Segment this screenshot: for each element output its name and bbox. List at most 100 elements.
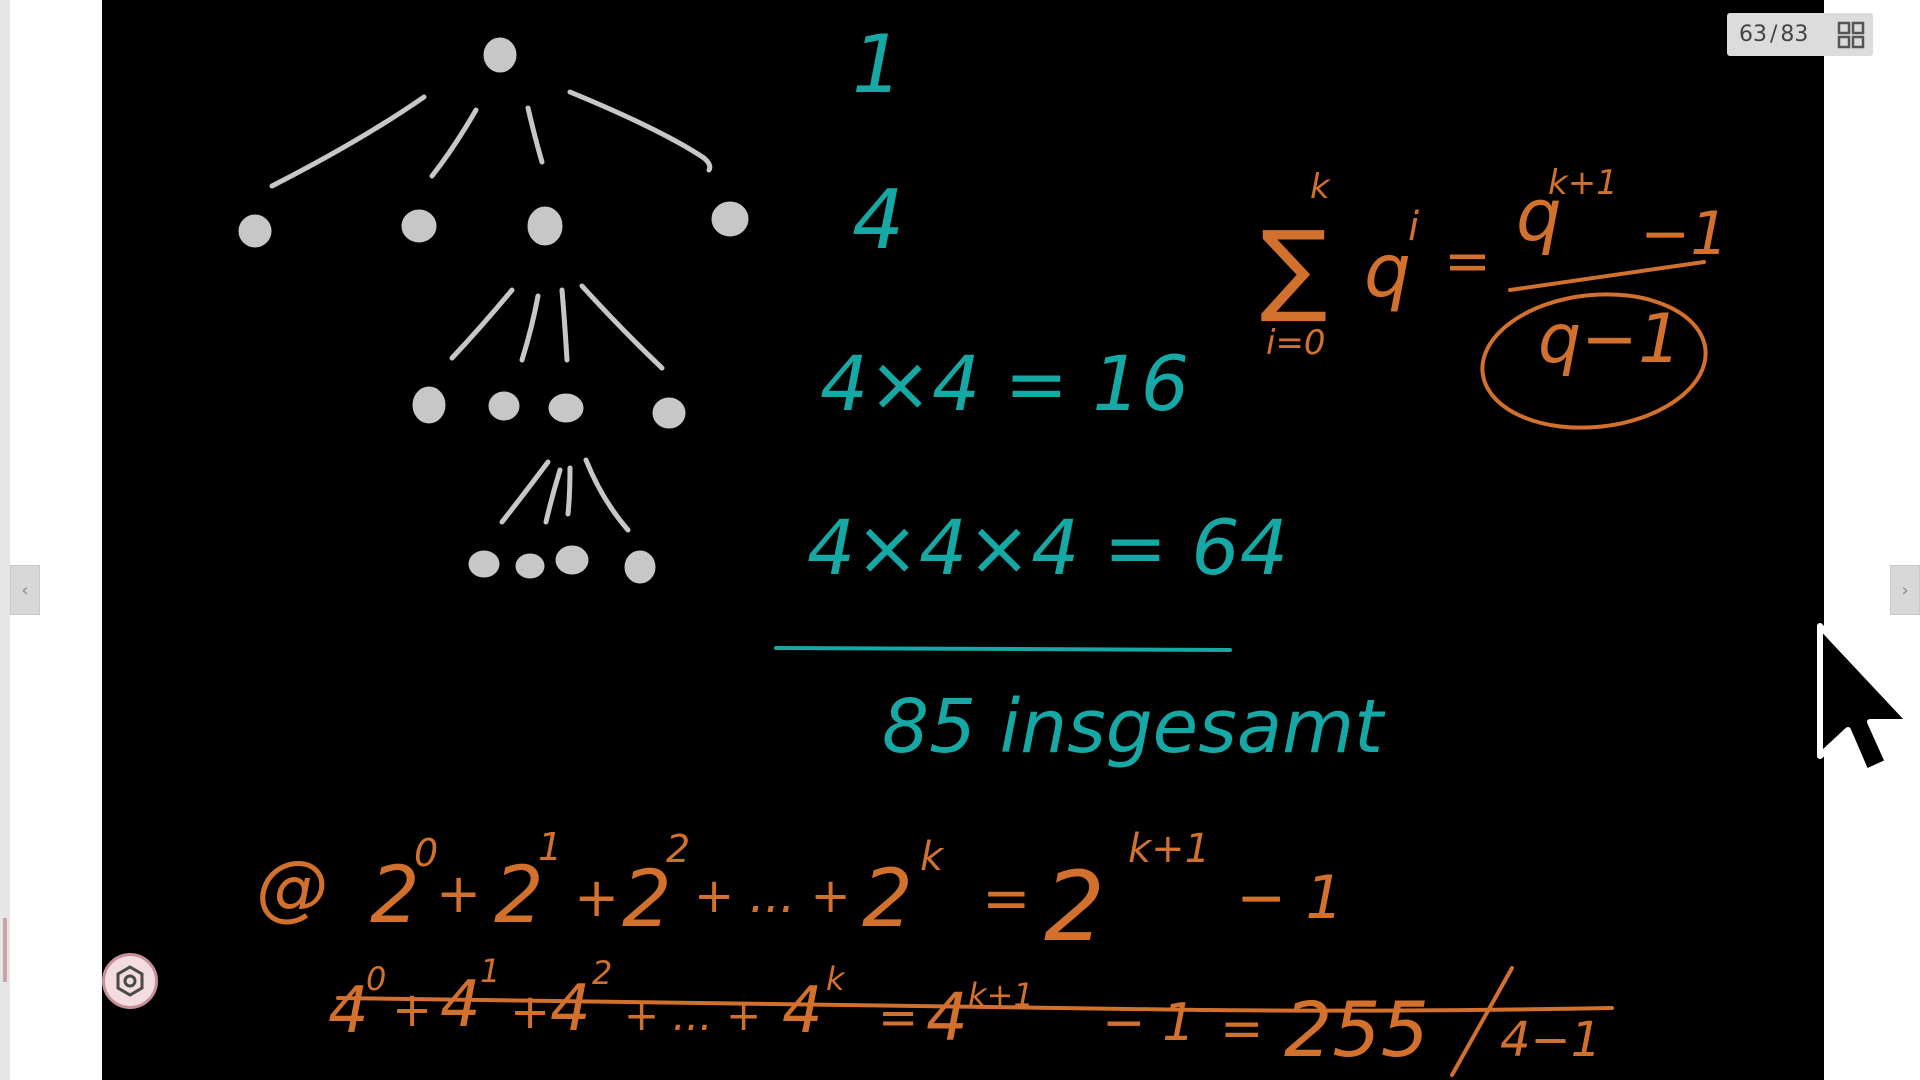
term-4-0-exp: 0 bbox=[366, 960, 386, 998]
geometric-sum-formula: k ∑ i=0 q i = q k+1 −1 q−1 bbox=[1260, 163, 1728, 379]
tree-node-level3 bbox=[555, 545, 589, 575]
left-edge-marker bbox=[3, 918, 7, 982]
tree-edge bbox=[543, 467, 563, 525]
tree-edge bbox=[519, 293, 541, 363]
left-edge-strip bbox=[0, 0, 10, 1080]
fraction-bar bbox=[1508, 260, 1706, 292]
tree-node-root bbox=[483, 37, 517, 73]
sum-lower-index: i=0 bbox=[1266, 323, 1326, 363]
count-level-1: 4 bbox=[852, 173, 904, 268]
tree-node-level1 bbox=[711, 201, 749, 237]
result-value: 255 bbox=[1284, 985, 1429, 1074]
term-4-k-exp: k bbox=[826, 960, 846, 998]
tree-node-level1 bbox=[527, 206, 563, 246]
level-counts: 1 4 4×4 = 16 4×4×4 = 64 85 insgesamt bbox=[807, 18, 1386, 770]
tree-node-level1 bbox=[238, 214, 272, 248]
result-minus-one: − 1 bbox=[1102, 993, 1195, 1053]
sum-exponent: i bbox=[1408, 204, 1419, 250]
denominator-circle bbox=[1480, 292, 1708, 430]
count-total: 85 insgesamt bbox=[882, 684, 1386, 770]
total-pages: 83 bbox=[1780, 22, 1809, 47]
chevron-right-icon: › bbox=[1901, 579, 1909, 601]
whiteboard-drawing: 1 4 4×4 = 16 4×4×4 = 64 85 insgesamt k ∑… bbox=[238, 18, 1728, 1077]
result-minus-one: − 1 bbox=[1236, 863, 1344, 933]
tree-node-level2 bbox=[652, 397, 686, 429]
count-level-2: 4×4 = 16 bbox=[820, 339, 1189, 428]
term-2-2-exp: 2 bbox=[666, 827, 690, 871]
result-divisor: 4−1 bbox=[1500, 1012, 1601, 1068]
tree-node-level3 bbox=[515, 553, 545, 579]
plus-sign: + bbox=[436, 862, 481, 925]
term-2-0-base: 2 bbox=[370, 851, 420, 941]
tree-node-level2 bbox=[412, 386, 446, 424]
tree-node-level2 bbox=[488, 391, 520, 421]
equals-sign: = bbox=[1220, 999, 1264, 1059]
tree-edge bbox=[579, 283, 665, 371]
denominator: q−1 bbox=[1538, 300, 1681, 379]
term-2-k-exp: k bbox=[920, 834, 945, 880]
term-2-1-exp: 1 bbox=[538, 825, 562, 869]
term-2-k-base: 2 bbox=[862, 852, 913, 945]
sum-equals: = bbox=[1444, 229, 1491, 294]
strikethrough-line bbox=[336, 996, 1614, 1013]
previous-slide-button[interactable]: ‹ bbox=[10, 565, 40, 615]
equals-sign: = bbox=[982, 864, 1031, 932]
plus-sign: + bbox=[392, 982, 432, 1038]
term-2-0-exp: 0 bbox=[414, 831, 438, 875]
ellipsis-terms: + ... + bbox=[624, 991, 761, 1040]
sum-upper-index: k bbox=[1310, 167, 1331, 207]
ellipsis-terms: + ... + bbox=[694, 868, 851, 924]
slide-canvas: 1 4 4×4 = 16 4×4×4 = 64 85 insgesamt k ∑… bbox=[102, 0, 1824, 1080]
page-counter: 63 / 83 bbox=[1727, 13, 1873, 56]
sum-base: q bbox=[1364, 228, 1411, 314]
grid-icon[interactable] bbox=[1837, 21, 1865, 49]
tree-edge bbox=[429, 107, 479, 179]
tree-node-level1 bbox=[401, 209, 437, 243]
term-4-k-base: 4 bbox=[782, 974, 823, 1048]
division-slash bbox=[1450, 966, 1514, 1077]
tree-node-level3 bbox=[468, 550, 500, 578]
powers-of-four-formula: 4 0 + 4 1 + 4 2 + ... + 4 k = 4 k+1 − 1 … bbox=[328, 952, 1601, 1074]
sum-symbol: ∑ bbox=[1260, 209, 1327, 326]
term-4-2-base: 4 bbox=[550, 972, 591, 1046]
term-4-2-exp: 2 bbox=[592, 954, 612, 992]
tree-edge bbox=[269, 94, 427, 189]
equals-sign: = bbox=[878, 990, 918, 1046]
count-level-0: 1 bbox=[852, 18, 903, 111]
sum-underline bbox=[774, 646, 1232, 652]
current-page: 63 bbox=[1739, 22, 1767, 47]
result-2-exp: k+1 bbox=[1128, 826, 1210, 872]
plus-sign: + bbox=[574, 866, 619, 929]
powers-of-two-formula: @ 2 0 + 2 1 + 2 2 + ... + 2 k = 2 k+1 − … bbox=[256, 825, 1344, 963]
term-4-1-exp: 1 bbox=[480, 952, 500, 990]
settings-button[interactable] bbox=[102, 953, 158, 1009]
tree-node-level2 bbox=[548, 393, 584, 423]
settings-icon bbox=[116, 965, 144, 997]
term-2-2-base: 2 bbox=[622, 855, 672, 945]
numerator-minus-one: −1 bbox=[1640, 199, 1728, 269]
next-slide-button[interactable]: › bbox=[1890, 565, 1920, 615]
count-level-3: 4×4×4 = 64 bbox=[807, 503, 1288, 592]
tree-edge bbox=[565, 465, 573, 517]
tree-edge bbox=[525, 105, 545, 165]
term-4-1-base: 4 bbox=[440, 968, 481, 1042]
tree-edge bbox=[499, 459, 551, 525]
plus-sign: + bbox=[510, 984, 550, 1040]
result-2-base: 2 bbox=[1044, 851, 1105, 963]
numerator-exponent: k+1 bbox=[1548, 163, 1618, 203]
formula-marker: @ bbox=[256, 845, 328, 929]
result-4-base: 4 bbox=[926, 979, 968, 1056]
mouse-pointer-icon bbox=[1817, 623, 1913, 775]
tree-edge bbox=[559, 287, 570, 363]
tree-edge bbox=[583, 457, 631, 533]
term-2-1-base: 2 bbox=[494, 851, 544, 941]
tree-edge bbox=[449, 287, 515, 361]
numerator-base: q bbox=[1516, 173, 1562, 257]
chevron-left-icon: ‹ bbox=[21, 579, 29, 601]
tree-node-level3 bbox=[624, 550, 656, 584]
tree-edge bbox=[567, 89, 713, 173]
term-4-0-base: 4 bbox=[328, 974, 369, 1048]
tree-diagram bbox=[238, 37, 749, 584]
page-separator: / bbox=[1770, 22, 1778, 47]
